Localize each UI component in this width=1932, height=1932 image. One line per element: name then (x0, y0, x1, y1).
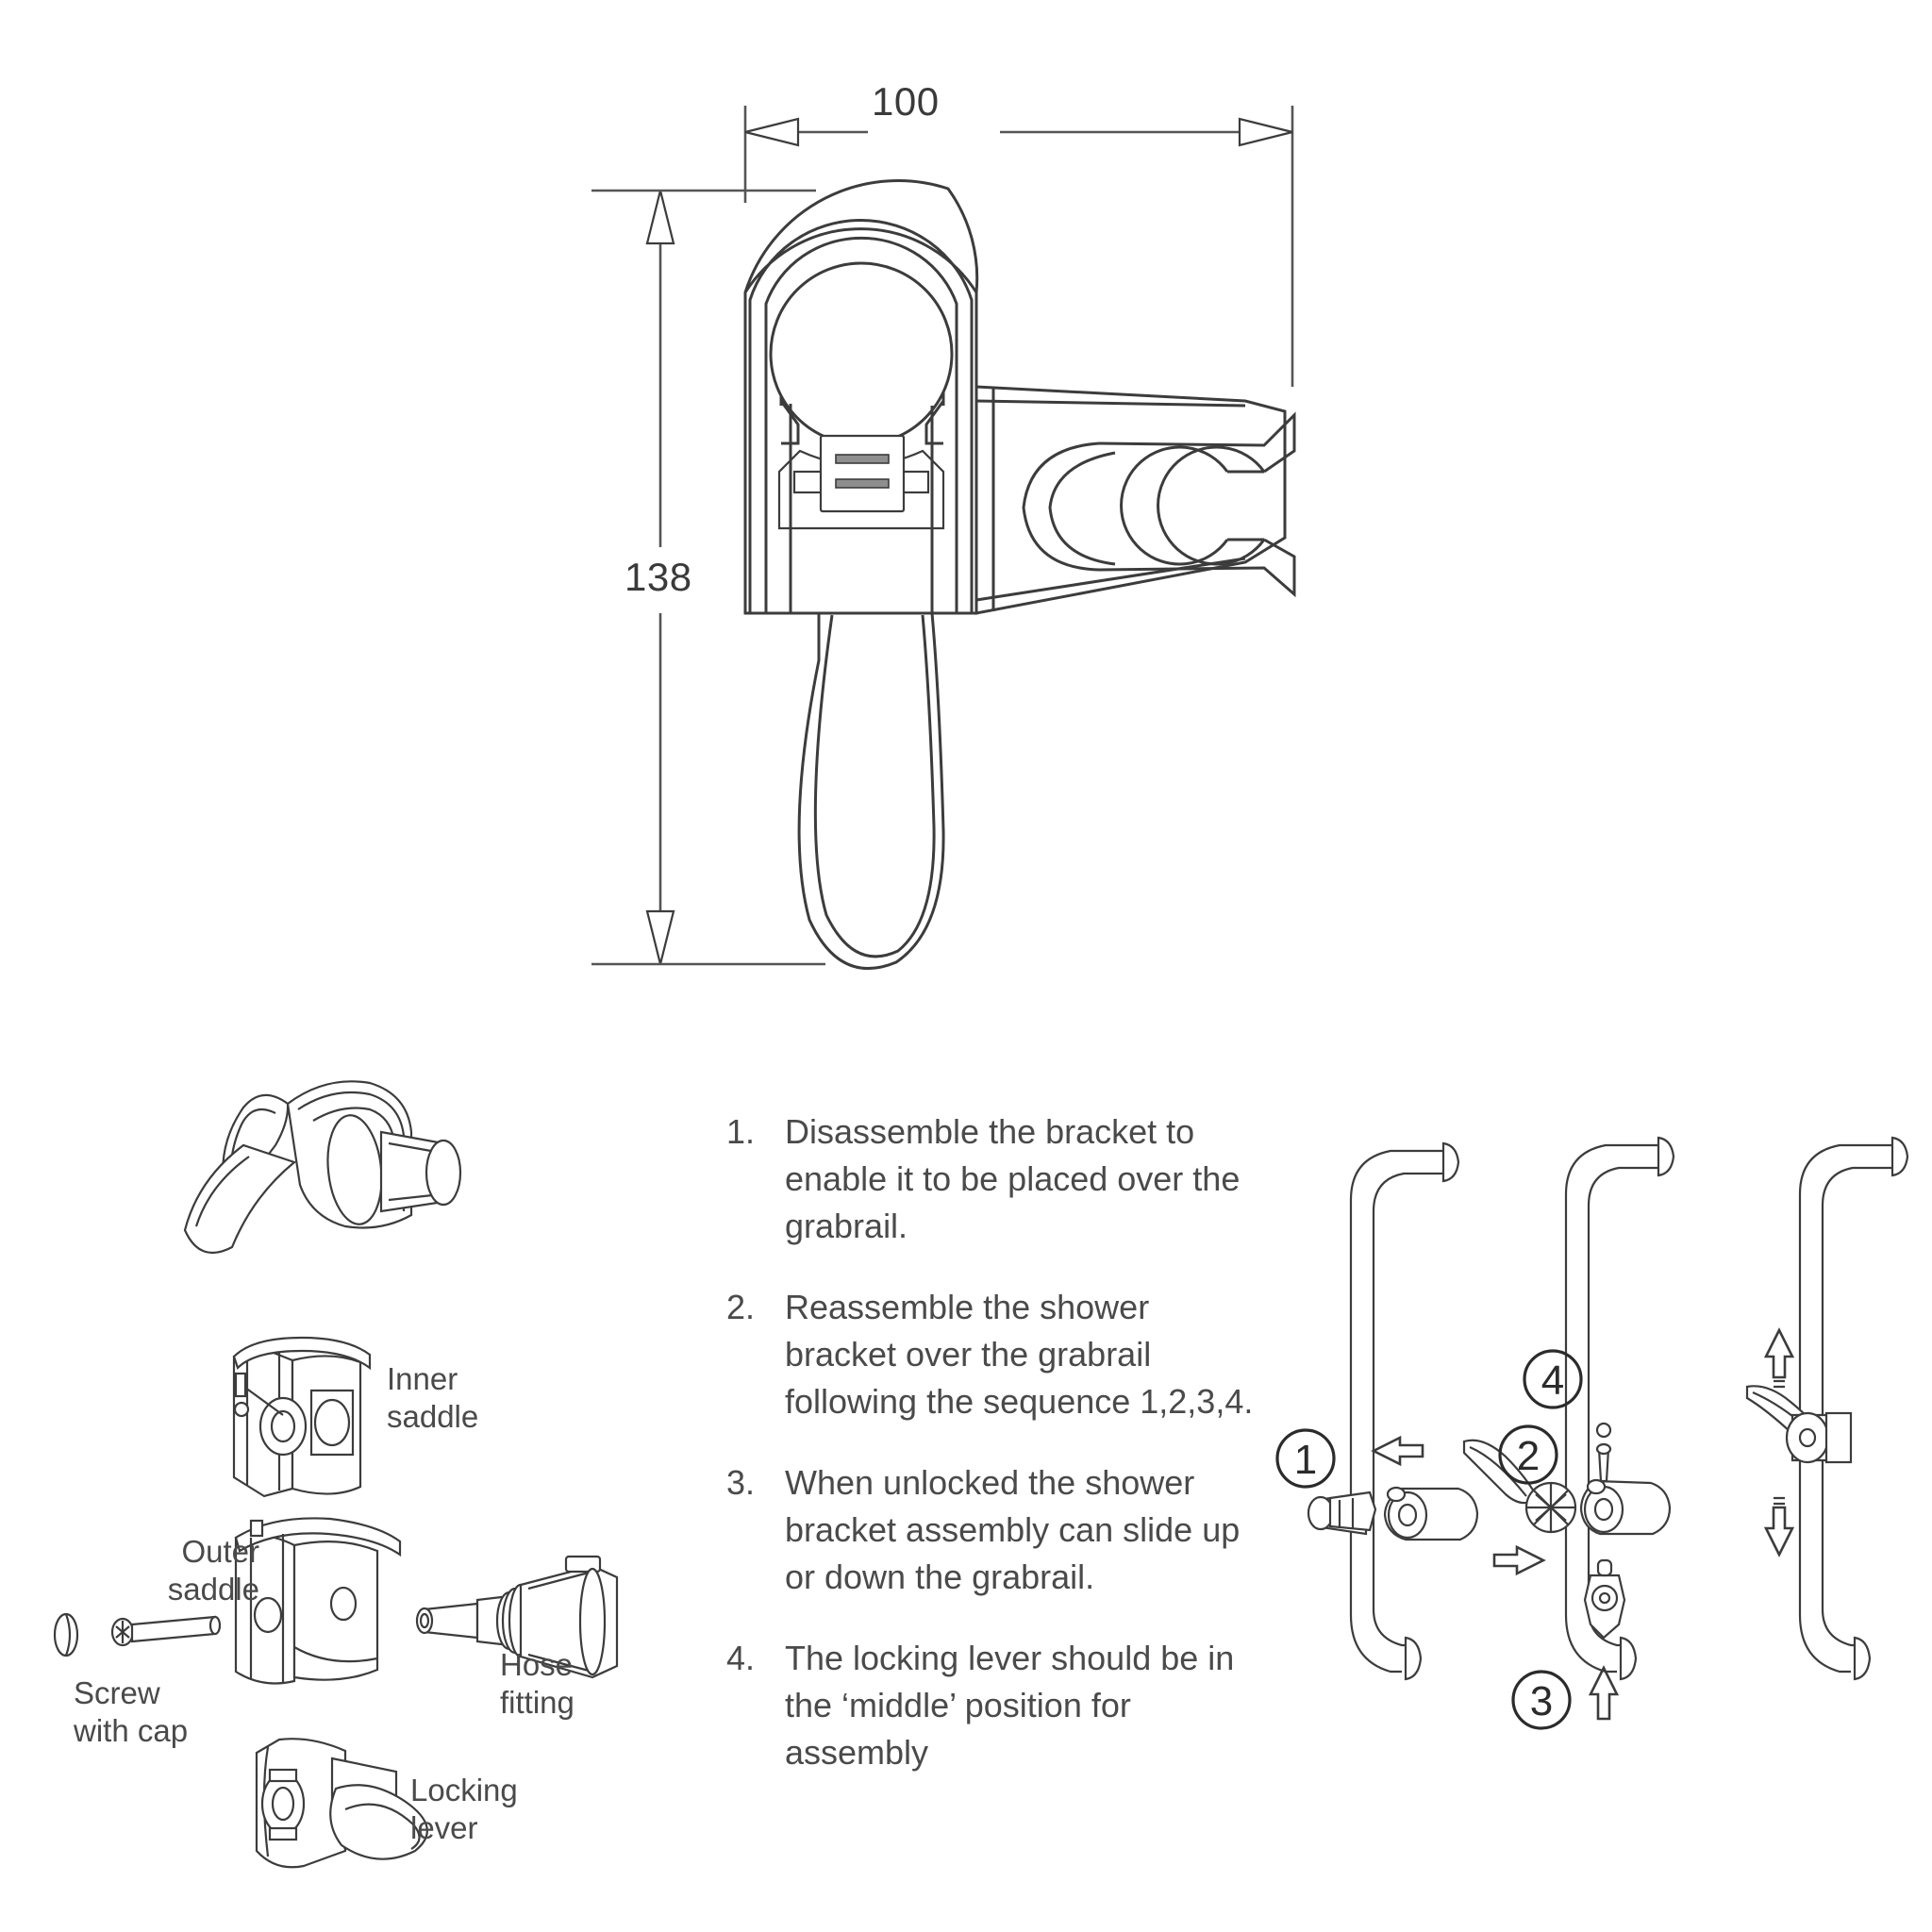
svg-text:3: 3 (1530, 1678, 1553, 1724)
part-label-screw-with-cap: Screw with cap (74, 1675, 189, 1748)
instruction-item: 3. When unlocked the shower bracket asse… (726, 1459, 1255, 1601)
part-label-inner-saddle: Inner saddle (387, 1361, 479, 1434)
grabrail-panel-2: 2 3 4 (1462, 1136, 1675, 1730)
instruction-list: 1. Disassemble the bracket to enable it … (726, 1108, 1255, 1810)
instruction-number: 3. (726, 1463, 756, 1502)
svg-text:4: 4 (1541, 1357, 1564, 1404)
grabrail-panel-1: 1 (1275, 1141, 1479, 1681)
screw-with-cap-illustration (53, 1612, 222, 1657)
instruction-text: Reassemble the shower bracket over the g… (785, 1288, 1254, 1421)
assembled-bracket-illustration (183, 1080, 462, 1255)
dimension-width-label: 100 (872, 79, 940, 124)
outer-saddle-illustration (234, 1517, 402, 1685)
instruction-number: 1. (726, 1112, 756, 1151)
grabrail-panel-3 (1745, 1136, 1909, 1681)
svg-text:1: 1 (1294, 1437, 1317, 1483)
svg-text:2: 2 (1517, 1433, 1540, 1479)
instruction-item: 1. Disassemble the bracket to enable it … (726, 1108, 1255, 1250)
bracket-front-view (743, 179, 1296, 971)
dimension-height-label: 138 (625, 555, 692, 599)
instruction-number: 2. (726, 1288, 756, 1326)
locking-lever-illustration (255, 1738, 428, 1869)
part-label-locking-lever: Locking lever (410, 1773, 518, 1845)
instruction-text: The locking lever should be in the ‘midd… (785, 1639, 1235, 1772)
instruction-number: 4. (726, 1639, 756, 1677)
part-label-hose-fitting: Hose fitting (500, 1647, 575, 1720)
instruction-text: Disassemble the bracket to enable it to … (785, 1112, 1241, 1245)
instruction-item: 4. The locking lever should be in the ‘m… (726, 1635, 1255, 1776)
inner-saddle-illustration (232, 1336, 372, 1498)
part-label-outer-saddle: Outer saddle (167, 1534, 259, 1607)
dimension-width (743, 106, 1294, 387)
instruction-item: 2. Reassemble the shower bracket over th… (726, 1284, 1255, 1425)
instruction-text: When unlocked the shower bracket assembl… (785, 1463, 1241, 1596)
